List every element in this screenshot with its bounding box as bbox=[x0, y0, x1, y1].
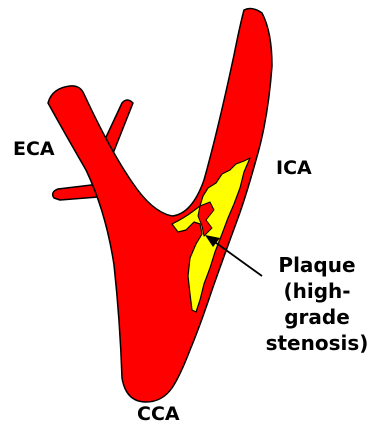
artery-body bbox=[48, 9, 272, 402]
eca-label: ECA bbox=[13, 138, 55, 160]
cca-label: CCA bbox=[137, 403, 180, 425]
plaque-label-line-1: Plaque bbox=[252, 252, 382, 278]
plaque-label-line-2: (high-grade bbox=[252, 278, 382, 330]
plaque-label-line-3: stenosis) bbox=[252, 330, 382, 356]
ica-label: ICA bbox=[276, 157, 312, 179]
plaque-label: Plaque (high-grade stenosis) bbox=[252, 252, 382, 356]
